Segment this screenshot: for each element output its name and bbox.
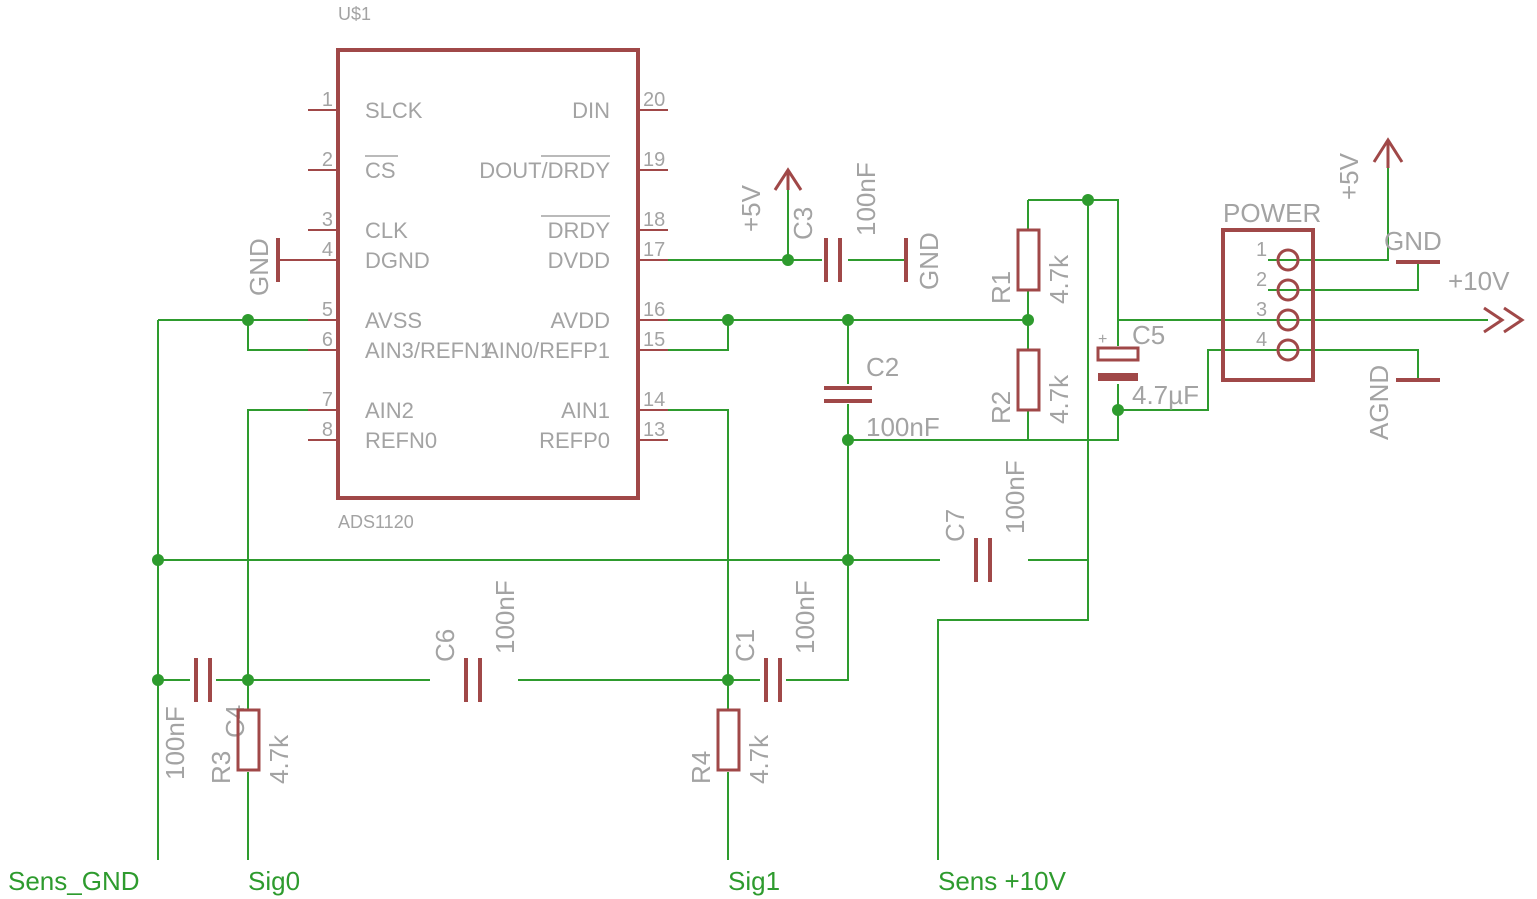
pin-name: AIN2 xyxy=(365,398,414,423)
pin-number: 19 xyxy=(643,149,665,171)
pin-number: 15 xyxy=(643,329,665,351)
plus-mark: + xyxy=(1098,331,1107,348)
wires xyxy=(157,168,1488,860)
gnd-symbol-c3: GND xyxy=(904,232,944,290)
c6-value: 100nF xyxy=(490,580,520,654)
plus5v-label: +5V xyxy=(736,184,766,232)
pin-number: 18 xyxy=(643,209,665,231)
pin-name: AVSS xyxy=(365,308,422,333)
ic-ads1120: U$1 ADS1120 1 2 3 4 5 6 7 8 20 19 18 17 … xyxy=(308,4,668,532)
r2-value: 4.7k xyxy=(1044,374,1074,424)
r4-ref: R4 xyxy=(686,751,716,784)
agnd-label: AGND xyxy=(1364,365,1394,440)
gnd-label: GND xyxy=(914,232,944,290)
net-label-sens-gnd: Sens_GND xyxy=(8,866,140,896)
pin-name: DRDY xyxy=(548,218,611,243)
supply-plus5v-c3: +5V xyxy=(736,167,803,232)
resistor-r4: R4 4.7k xyxy=(686,708,774,784)
gnd-symbol-connector: GND xyxy=(1384,226,1442,264)
net-label-sens-10v: Sens +10V xyxy=(938,866,1067,896)
pin-name: SLCK xyxy=(365,98,423,123)
pin-name: AIN3/REFN1 xyxy=(365,338,492,363)
pin-number: 13 xyxy=(643,419,665,441)
pin-number: 4 xyxy=(322,239,333,261)
pin-name: DOUT/DRDY xyxy=(479,158,610,183)
supply-plus10v: +10V xyxy=(1448,266,1525,334)
net-label-sig1: Sig1 xyxy=(728,866,780,896)
plus5v-label: +5V xyxy=(1334,152,1364,200)
pin-number: 7 xyxy=(322,389,333,411)
pin-name: AVDD xyxy=(551,308,611,333)
capacitor-c5: + C5 4.7µF xyxy=(1096,320,1199,410)
c7-ref: C7 xyxy=(940,509,970,542)
agnd-symbol: AGND xyxy=(1364,365,1440,440)
capacitor-c2: C2 100nF xyxy=(824,352,940,442)
connector-power: POWER 1 2 3 4 xyxy=(1221,198,1321,382)
pin-number: 20 xyxy=(643,89,665,111)
pin-number: 1 xyxy=(322,89,333,111)
r1-value: 4.7k xyxy=(1044,254,1074,304)
c3-ref: C3 xyxy=(788,207,818,240)
c5-value: 4.7µF xyxy=(1132,380,1199,410)
junctions xyxy=(152,194,1124,686)
c1-ref: C1 xyxy=(730,629,760,662)
pin-name: CLK xyxy=(365,218,408,243)
c2-value: 100nF xyxy=(866,412,940,442)
pin-number: 17 xyxy=(643,239,665,261)
capacitor-c3: C3 100nF xyxy=(788,162,881,282)
r4-value: 4.7k xyxy=(744,734,774,784)
pin-name: CS xyxy=(365,158,396,183)
capacitor-c1: C1 100nF xyxy=(730,580,820,702)
r3-ref: R3 xyxy=(206,751,236,784)
c7-value: 100nF xyxy=(1000,460,1030,534)
pin-name: REFN0 xyxy=(365,428,437,453)
connector-pin-number: 4 xyxy=(1256,329,1267,351)
pin-number: 8 xyxy=(322,419,333,441)
connector-pin-number: 2 xyxy=(1256,269,1267,291)
pin-name: REFP0 xyxy=(539,428,610,453)
r1-ref: R1 xyxy=(986,271,1016,304)
c2-ref: C2 xyxy=(866,352,899,382)
pin-name: AIN1 xyxy=(561,398,610,423)
c1-value: 100nF xyxy=(790,580,820,654)
pin-number: 5 xyxy=(322,299,333,321)
capacitor-c7: C7 100nF xyxy=(940,460,1030,582)
plus10v-label: +10V xyxy=(1448,266,1510,296)
pin-name: DGND xyxy=(365,248,430,273)
connector-pin-number: 3 xyxy=(1256,299,1267,321)
pin-number: 2 xyxy=(322,149,333,171)
resistor-r2: R2 4.7k xyxy=(986,348,1074,424)
pin-name: DVDD xyxy=(548,248,610,273)
pin-number: 3 xyxy=(322,209,333,231)
c3-value: 100nF xyxy=(851,162,881,236)
pin-name: AIN0/REFP1 xyxy=(484,338,610,363)
capacitor-c6: C6 100nF xyxy=(430,580,520,702)
r2-ref: R2 xyxy=(986,391,1016,424)
connector-pin-number: 1 xyxy=(1256,239,1267,261)
pin-number: 14 xyxy=(643,389,665,411)
pin-number: 6 xyxy=(322,329,333,351)
ic-part: ADS1120 xyxy=(338,512,414,532)
connector-name: POWER xyxy=(1223,198,1321,228)
gnd-label: GND xyxy=(1384,226,1442,256)
gnd-symbol-dgnd: GND xyxy=(244,238,308,296)
c4-value: 100nF xyxy=(160,706,190,780)
c5-ref: C5 xyxy=(1132,320,1165,350)
pin-number: 16 xyxy=(643,299,665,321)
supply-plus5v-connector: +5V xyxy=(1334,137,1404,200)
ic-ref: U$1 xyxy=(338,4,371,24)
c6-ref: C6 xyxy=(430,629,460,662)
r3-value: 4.7k xyxy=(264,734,294,784)
pin-name: DIN xyxy=(572,98,610,123)
net-label-sig0: Sig0 xyxy=(248,866,300,896)
resistor-r1: R1 4.7k xyxy=(986,228,1074,304)
resistor-r3: R3 4.7k xyxy=(206,708,294,784)
gnd-label: GND xyxy=(244,238,274,296)
